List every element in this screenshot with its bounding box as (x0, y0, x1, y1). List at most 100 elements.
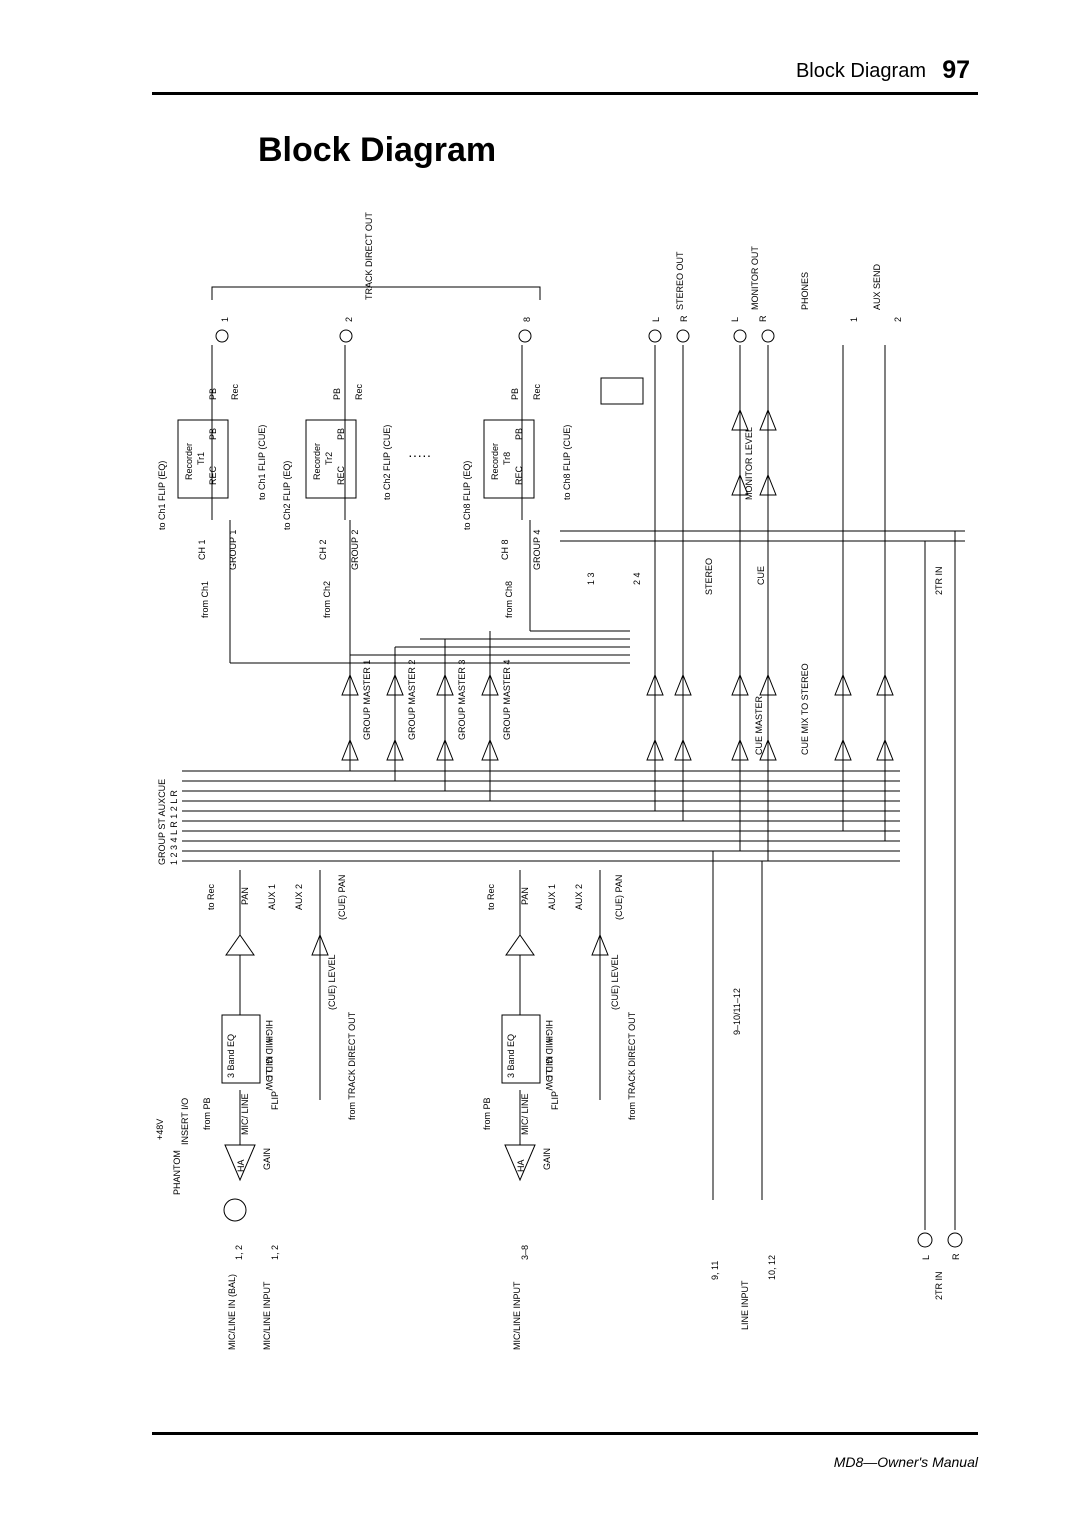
phones-label: PHONES (800, 272, 810, 310)
track-direct-out-label: TRACK DIRECT OUT (364, 212, 374, 300)
page-number: 97 (942, 56, 970, 84)
ch1-low: LOW (264, 1070, 274, 1091)
from-ch8-label: from Ch8 (504, 581, 514, 618)
ch1-mid-g: MID G (264, 1038, 274, 1064)
ch8-from-track-direct-out: from TRACK DIRECT OUT (627, 1011, 637, 1120)
ch1-gain: GAIN (262, 1148, 272, 1170)
to-ch2-flip-eq: to Ch2 FLIP (EQ) (282, 461, 292, 530)
group-13-label: 1 3 (586, 572, 596, 585)
line-input-label: LINE INPUT (740, 1280, 750, 1330)
ch1-cue-level: (CUE) LEVEL (327, 954, 337, 1010)
twotr-in-bottom-label: 2TR IN (934, 1271, 944, 1300)
to-ch1-flip-cue: to Ch1 FLIP (CUE) (257, 425, 267, 500)
stereo-out-l: L (651, 317, 661, 322)
aux-send-2: 2 (893, 317, 903, 322)
cue-mix-to-stereo-label: CUE MIX TO STEREO (800, 663, 810, 755)
recorder-8-label: Recorder (490, 443, 500, 480)
ch8-aux1: AUX 1 (547, 884, 557, 910)
ch1-aux2: AUX 2 (294, 884, 304, 910)
ch1-mic-line: MIC/ LINE (240, 1093, 250, 1135)
ch1-rec-label: Rec (230, 383, 240, 400)
monitor-out-r: R (758, 315, 768, 322)
line-input-9-11: 9, 11 (710, 1261, 720, 1280)
ch2-direct-out-number: 2 (344, 317, 354, 322)
to-ch2-flip-cue: to Ch2 FLIP (CUE) (382, 425, 392, 500)
ch8-low: LOW (544, 1070, 554, 1091)
recorder-1-track: Tr1 (196, 452, 206, 465)
group-master-2-label: GROUP MASTER 2 (407, 660, 417, 740)
monitor-level-label: MONITOR LEVEL (744, 427, 754, 500)
ch8-label: CH 8 (500, 539, 510, 560)
group-24-label: 2 4 (632, 572, 642, 585)
stereo-out-r: R (679, 315, 689, 322)
twotr-in-label: 2TR IN (934, 566, 944, 595)
group-master-4-label: GROUP MASTER 4 (502, 660, 512, 740)
ch8-to-rec: to Rec (486, 883, 496, 910)
ch1-from-track-direct-out: from TRACK DIRECT OUT (347, 1011, 357, 1120)
ch1-eq-label: 3 Band EQ (226, 1034, 236, 1078)
bus-header-names: GROUP ST AUXCUE (157, 779, 167, 865)
header-section-title: Block Diagram (795, 60, 926, 82)
ch1-aux1: AUX 1 (267, 884, 277, 910)
footer-rule (152, 1432, 978, 1435)
group2-label: GROUP 2 (350, 530, 360, 570)
from-ch2-label: from Ch2 (322, 581, 332, 618)
aux-send-label: AUX SEND (872, 263, 882, 310)
monitor-out-l: L (730, 317, 740, 322)
ch1-pb-label: PB (208, 388, 218, 400)
header-rule (152, 92, 978, 95)
recorder-2-pb: PB (336, 428, 346, 440)
recorder-2-rec: REC (336, 465, 346, 485)
recorder-2-label: Recorder (312, 443, 322, 480)
ch8-pan: PAN (520, 887, 530, 905)
ch8-mid-f: MID F (544, 1056, 554, 1081)
recorder-1-rec: REC (208, 465, 218, 485)
ch8-pb-label: PB (510, 388, 520, 400)
cue-master-label: CUE MASTER (754, 695, 764, 755)
recorder-8-pb: PB (514, 428, 524, 440)
ch8-mid-g: MID G (544, 1038, 554, 1064)
ch1-ha: HA (236, 1159, 246, 1172)
recorder-1-pb: PB (208, 428, 218, 440)
ch1-cue-pan: (CUE) PAN (337, 875, 347, 920)
cue-label: CUE (756, 566, 766, 585)
ch2-pb-label: PB (332, 388, 342, 400)
ch1-from-pb: from PB (202, 1097, 212, 1130)
ch1-to-rec: to Rec (206, 883, 216, 910)
mic-line-in-bal-number: 1, 2 (234, 1245, 244, 1260)
plus48v-label: +48V (155, 1119, 165, 1140)
to-ch1-flip-eq: to Ch1 FLIP (EQ) (157, 461, 167, 530)
ch2-rec-label: Rec (354, 383, 364, 400)
ch8-high: HIGH (544, 1020, 554, 1043)
ch1-flip: FLIP (270, 1091, 280, 1110)
mic-line-input-number: 1, 2 (270, 1245, 280, 1260)
ch1-mid-f: MID F (264, 1056, 274, 1081)
ch8-mic-line: MIC/ LINE (520, 1093, 530, 1135)
ch8-cue-pan: (CUE) PAN (614, 875, 624, 920)
from-ch1-label: from Ch1 (200, 581, 210, 618)
ch1-direct-out-number: 1 (220, 317, 230, 322)
ch8-from-pb: from PB (482, 1097, 492, 1130)
group-master-1-label: GROUP MASTER 1 (362, 660, 372, 740)
mic-line-in-bal-label: MIC/LINE IN (BAL) (227, 1274, 237, 1350)
ch8-flip: FLIP (550, 1091, 560, 1110)
to-ch8-flip-cue: to Ch8 FLIP (CUE) (562, 425, 572, 500)
bus-header-numbers: 1 2 3 4 L R 1 2 L R (169, 790, 179, 865)
ch8-rec-label: Rec (532, 383, 542, 400)
ch8-cue-level: (CUE) LEVEL (610, 954, 620, 1010)
line-input-10-12: 10, 12 (767, 1255, 777, 1280)
recorder-8-rec: REC (514, 465, 524, 485)
ch8-gain: GAIN (542, 1148, 552, 1170)
to-ch8-flip-eq: to Ch8 FLIP (EQ) (462, 461, 472, 530)
page-title: Block Diagram (258, 131, 497, 169)
ch8-direct-out-number: 8 (522, 317, 532, 322)
group1-label: GROUP 1 (228, 530, 238, 570)
channel-ellipsis: ····· (408, 447, 431, 463)
stereo-label: STEREO (704, 558, 714, 595)
ch2-label: CH 2 (318, 539, 328, 560)
group4-label: GROUP 4 (532, 530, 542, 570)
mic-line-input-label: MIC/LINE INPUT (262, 1281, 272, 1350)
monitor-out-label: MONITOR OUT (750, 246, 760, 310)
ch1-pan: PAN (240, 887, 250, 905)
